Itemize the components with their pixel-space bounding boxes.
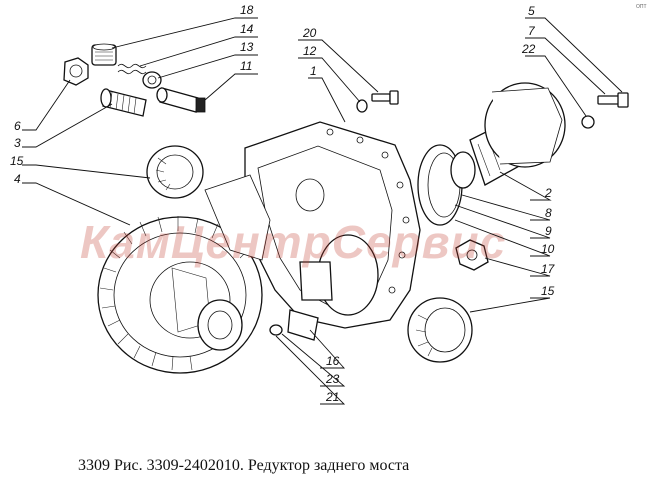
callout-16: 16	[326, 354, 340, 368]
leader-lines	[22, 17, 623, 405]
callout-18: 18	[240, 3, 254, 17]
callout-labels: 18 14 13 11 6 3 15 4 20 12 1 5 7 22 2 8 …	[10, 3, 556, 404]
part-6-nut	[63, 57, 89, 86]
part-18-cap	[91, 43, 117, 66]
callout-6: 6	[14, 119, 21, 133]
part-pinion-bearing	[197, 299, 243, 351]
part-16-23-21-lock	[269, 309, 319, 341]
callout-12: 12	[303, 44, 317, 58]
callout-15-left: 15	[10, 154, 24, 168]
callout-2: 2	[544, 186, 552, 200]
part-8-9-10-shims	[417, 144, 476, 226]
callout-13: 13	[240, 40, 254, 54]
part-1-housing	[204, 121, 421, 329]
callout-4: 4	[14, 172, 21, 186]
part-13-washer	[142, 71, 162, 89]
callout-17: 17	[541, 262, 556, 276]
callout-22: 22	[521, 42, 536, 56]
watermark-text: КамЦентрСервис	[80, 216, 506, 268]
part-17-nut	[455, 239, 489, 271]
corner-mark: ОПТ	[636, 4, 647, 10]
callout-15-right: 15	[541, 284, 555, 298]
callout-7: 7	[528, 24, 536, 38]
part-15-bearing-left	[146, 145, 204, 199]
callout-21: 21	[325, 390, 339, 404]
part-5-7-22-cover	[484, 82, 629, 168]
part-11-pin	[156, 87, 206, 113]
part-15-bearing-right	[407, 297, 473, 363]
part-20-bolt	[371, 90, 399, 105]
callout-10: 10	[541, 242, 555, 256]
callout-9: 9	[545, 224, 552, 238]
callout-11: 11	[240, 59, 252, 73]
callout-23: 23	[325, 372, 340, 386]
callout-8: 8	[545, 206, 552, 220]
part-14-spring	[117, 63, 147, 75]
callout-5: 5	[528, 4, 535, 18]
part-3-plug	[100, 88, 147, 117]
callout-20: 20	[302, 26, 317, 40]
callout-1: 1	[310, 64, 317, 78]
callout-14: 14	[240, 22, 254, 36]
part-12-washer	[356, 99, 368, 113]
callout-3: 3	[14, 136, 21, 150]
figure-caption: 3309 Рис. 3309-2402010. Редуктор заднего…	[78, 457, 409, 474]
